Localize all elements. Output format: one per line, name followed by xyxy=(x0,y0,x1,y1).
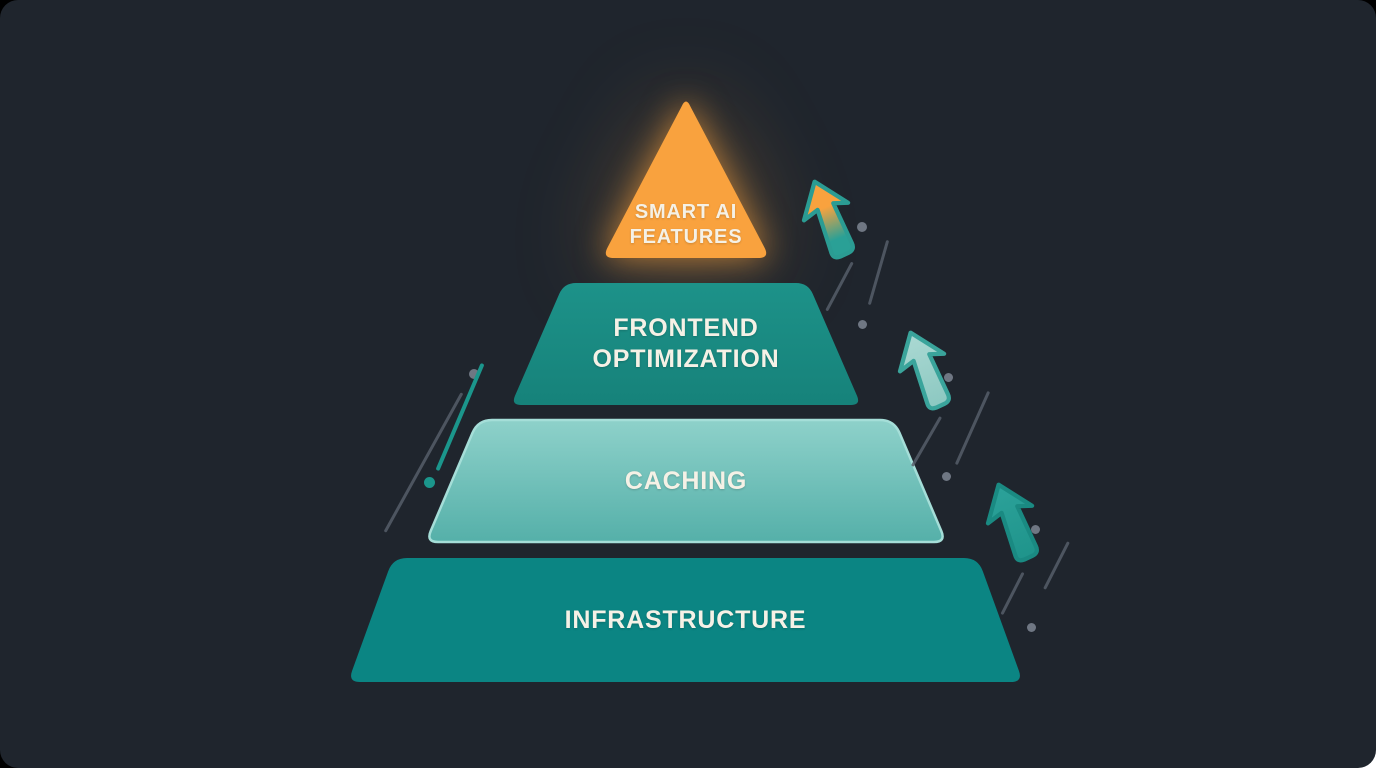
level-label-line: CACHING xyxy=(624,466,748,495)
level-label-frontend-optimization: FRONTEND OPTIMIZATION xyxy=(511,283,861,405)
accent-dot xyxy=(424,477,435,488)
motion-dot xyxy=(469,369,479,379)
level-label-line: FRONTEND xyxy=(613,314,759,342)
motion-dot xyxy=(857,222,867,232)
trapezoid-shape xyxy=(428,418,944,544)
trapezoid-shape xyxy=(351,558,1020,682)
level-label-line: OPTIMIZATION xyxy=(592,345,780,373)
motion-dot xyxy=(942,472,951,481)
up-arrow-icon xyxy=(985,479,1041,597)
level-label-infrastructure: INFRASTRUCTURE xyxy=(348,558,1023,682)
pyramid-level-infrastructure: INFRASTRUCTURE xyxy=(348,558,1023,682)
triangle-shape xyxy=(605,101,767,258)
level-label-caching: CACHING xyxy=(426,420,946,542)
level-label-line: SMART AI xyxy=(634,201,738,224)
trapezoid-shape xyxy=(513,283,859,405)
pyramid-level-caching: CACHING xyxy=(426,418,946,544)
level-label-line: INFRASTRUCTURE xyxy=(564,605,807,634)
level-label-line: FEATURES xyxy=(629,226,743,249)
up-arrow-icon xyxy=(897,327,953,445)
up-arrow-icon xyxy=(801,176,857,294)
motion-dot xyxy=(858,320,867,329)
pyramid-level-frontend-optimization: FRONTEND OPTIMIZATION xyxy=(511,283,861,405)
level-label-smart-ai-features: SMART AI FEATURES xyxy=(588,90,784,268)
motion-dot xyxy=(1027,623,1036,632)
motion-line xyxy=(867,239,890,306)
motion-dot xyxy=(1031,525,1040,534)
motion-dot xyxy=(944,373,953,382)
pyramid-level-smart-ai-features: SMART AI FEATURES xyxy=(588,90,784,268)
